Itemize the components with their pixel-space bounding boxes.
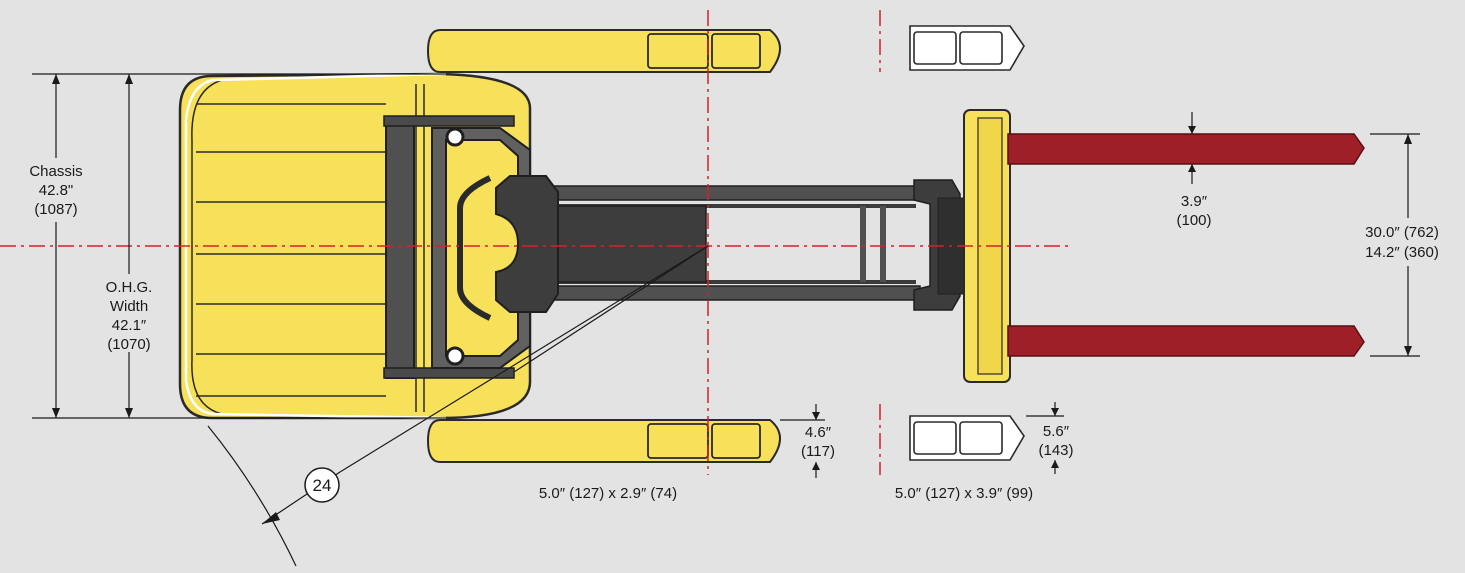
turning-radius-value: 24 xyxy=(313,476,332,495)
load-wheel-height-a-line1: 4.6″ xyxy=(805,424,832,441)
fork-spread-label-bg xyxy=(1346,220,1458,264)
arrow-turning-radius xyxy=(262,512,280,524)
load-wheel-top-b xyxy=(711,33,761,69)
reach-rail-top xyxy=(539,185,921,201)
ohg-label-line3: 42.1″ xyxy=(112,317,147,334)
chassis-label-bg xyxy=(14,160,98,220)
arrow-chassis-top xyxy=(52,74,60,84)
load-wheel-height-a-line2: (117) xyxy=(801,443,835,460)
dimension-lines xyxy=(32,73,1420,567)
arrow-wheel-a-bottom xyxy=(812,462,820,470)
ohg-label-line2: Width xyxy=(110,298,148,315)
steer-radius-line xyxy=(513,245,709,373)
chassis-label-line1: Chassis xyxy=(29,163,82,180)
ohg-label-line1: O.H.G. xyxy=(106,279,153,296)
arrow-wheel-b-top xyxy=(1051,408,1059,416)
steer-link xyxy=(457,175,492,321)
steer-housing xyxy=(495,175,559,313)
arrow-ohg-top xyxy=(125,74,133,84)
chassis-label-line3: (1087) xyxy=(34,201,77,218)
reach-rail-bottom xyxy=(539,285,921,301)
forks xyxy=(1007,133,1365,357)
arrow-wheel-a-top xyxy=(812,412,820,420)
chassis-label: Chassis 42.8" (1087) xyxy=(14,160,98,220)
fork-thickness-label: 3.9″ (100) xyxy=(1176,193,1211,229)
turning-radius-badge xyxy=(304,467,340,503)
ohg-label-line4: (1070) xyxy=(107,336,150,353)
load-wheel-size-b-label: 5.0″ (127) x 3.9″ (99) xyxy=(895,485,1033,502)
fork-thickness-line1: 3.9″ xyxy=(1181,193,1208,210)
arrow-fork-thick-bottom xyxy=(1188,164,1196,172)
arrow-wheel-b-bottom xyxy=(1051,460,1059,468)
carriage-bar-top xyxy=(383,115,515,127)
ohg-label: O.H.G. Width 42.1″ (1070) xyxy=(100,276,160,353)
reach-inner-bottom xyxy=(556,280,916,284)
load-wheel-height-a-label: 4.6″ (117) xyxy=(801,424,835,460)
fork-spread-line1: 30.0″ (762) xyxy=(1365,224,1439,241)
mast-body xyxy=(555,205,707,283)
mast-crossbar-2 xyxy=(880,206,886,282)
arrow-ohg-bottom xyxy=(125,408,133,418)
alt-wheel-bottom-b xyxy=(959,421,1003,455)
arrow-fork-thick-top xyxy=(1188,126,1196,134)
chassis-rear-curve xyxy=(191,79,223,415)
battery-slats xyxy=(196,103,386,397)
fork-bottom xyxy=(1007,325,1365,357)
mast-crossbar xyxy=(860,206,866,282)
arrow-fork-spread-top xyxy=(1404,134,1412,144)
alt-wheel-top-a xyxy=(913,31,957,65)
fork-spread-line2: 14.2″ (360) xyxy=(1365,244,1439,261)
pivot-top xyxy=(445,127,465,147)
carriage-inner xyxy=(445,139,519,357)
load-wheel-bottom-a xyxy=(647,423,709,459)
centerlines xyxy=(0,10,1070,475)
alt-wheel-bottom-a xyxy=(913,421,957,455)
load-wheels-on-arms xyxy=(647,33,761,459)
fork-thickness-line2: (100) xyxy=(1176,212,1211,229)
carriage-plate xyxy=(383,115,531,379)
reach-mechanism xyxy=(495,175,969,313)
arrow-fork-spread-bottom xyxy=(1404,346,1412,356)
fork-top xyxy=(1007,133,1365,165)
fork-spread-label: 30.0″ (762) 14.2″ (360) xyxy=(1346,220,1458,264)
ohg-frame xyxy=(184,72,447,420)
chassis-label-line2: 42.8" xyxy=(39,182,74,199)
dimension-arrows xyxy=(52,74,1412,524)
load-wheel-height-b-label: 5.6″ (143) xyxy=(1038,423,1073,459)
arrow-chassis-bottom xyxy=(52,408,60,418)
load-wheel-bottom-b xyxy=(711,423,761,459)
pivot-bottom xyxy=(445,346,465,366)
load-wheel-size-a-label: 5.0″ (127) x 2.9″ (74) xyxy=(539,485,677,502)
turning-arc xyxy=(207,425,297,567)
load-wheels-alt xyxy=(909,25,1025,461)
load-wheel-height-b-line2: (143) xyxy=(1038,442,1073,459)
load-wheel-top-a xyxy=(647,33,709,69)
carriage-bar xyxy=(385,117,415,379)
turning-radius-line xyxy=(339,245,709,473)
reach-inner-top xyxy=(556,204,916,208)
load-wheel-height-b-line1: 5.6″ xyxy=(1043,423,1070,440)
alt-wheel-top-b xyxy=(959,31,1003,65)
ohg-label-bg xyxy=(100,276,160,352)
